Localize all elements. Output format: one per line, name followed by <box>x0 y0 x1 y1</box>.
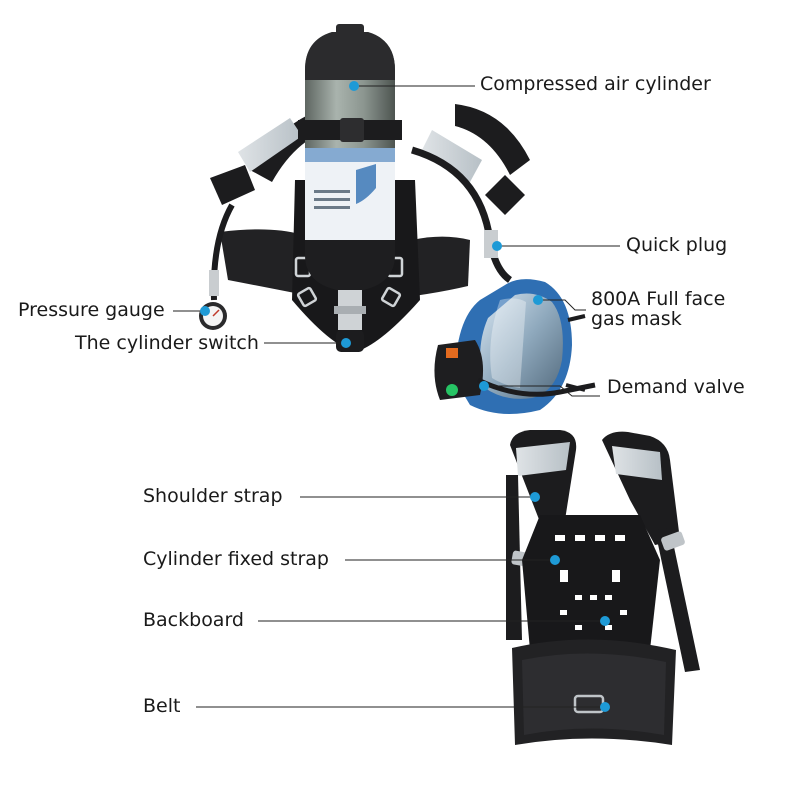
callout-dot-backboard <box>600 616 610 626</box>
callout-dot-pressure-gauge <box>200 306 210 316</box>
supply-hose <box>411 146 513 283</box>
callout-dot-cylinder <box>349 81 359 91</box>
callout-dot-cylinder-switch <box>341 338 351 348</box>
label-quick-plug: Quick plug <box>626 234 728 256</box>
label-full-face-mask-line1: 800A Full face <box>591 288 726 310</box>
callout-dot-fixed-strap <box>550 555 560 565</box>
callout-dot-mask <box>533 295 543 305</box>
leader-line-full-face-mask <box>540 299 586 311</box>
label-backboard: Backboard <box>143 609 244 631</box>
leader-line-demand-valve <box>487 385 600 397</box>
label-compressed-air-cylinder: Compressed air cylinder <box>480 73 711 95</box>
bottom-harness <box>506 430 700 745</box>
label-belt: Belt <box>143 695 181 717</box>
label-cylinder-fixed-strap: Cylinder fixed strap <box>143 548 329 570</box>
label-cylinder-switch: The cylinder switch <box>75 332 259 354</box>
label-demand-valve: Demand valve <box>607 376 745 398</box>
callout-dot-belt <box>600 702 610 712</box>
callout-dots <box>200 81 610 712</box>
label-shoulder-strap: Shoulder strap <box>143 485 283 507</box>
callout-dot-demand-valve <box>479 381 489 391</box>
label-full-face-mask-line2: gas mask <box>591 308 682 330</box>
callout-dot-shoulder-strap <box>530 492 540 502</box>
leader-lines <box>173 85 620 708</box>
full-face-mask <box>434 279 596 414</box>
callout-dot-quick-plug <box>492 241 502 251</box>
label-pressure-gauge: Pressure gauge <box>18 299 165 321</box>
air-cylinder <box>298 24 402 292</box>
